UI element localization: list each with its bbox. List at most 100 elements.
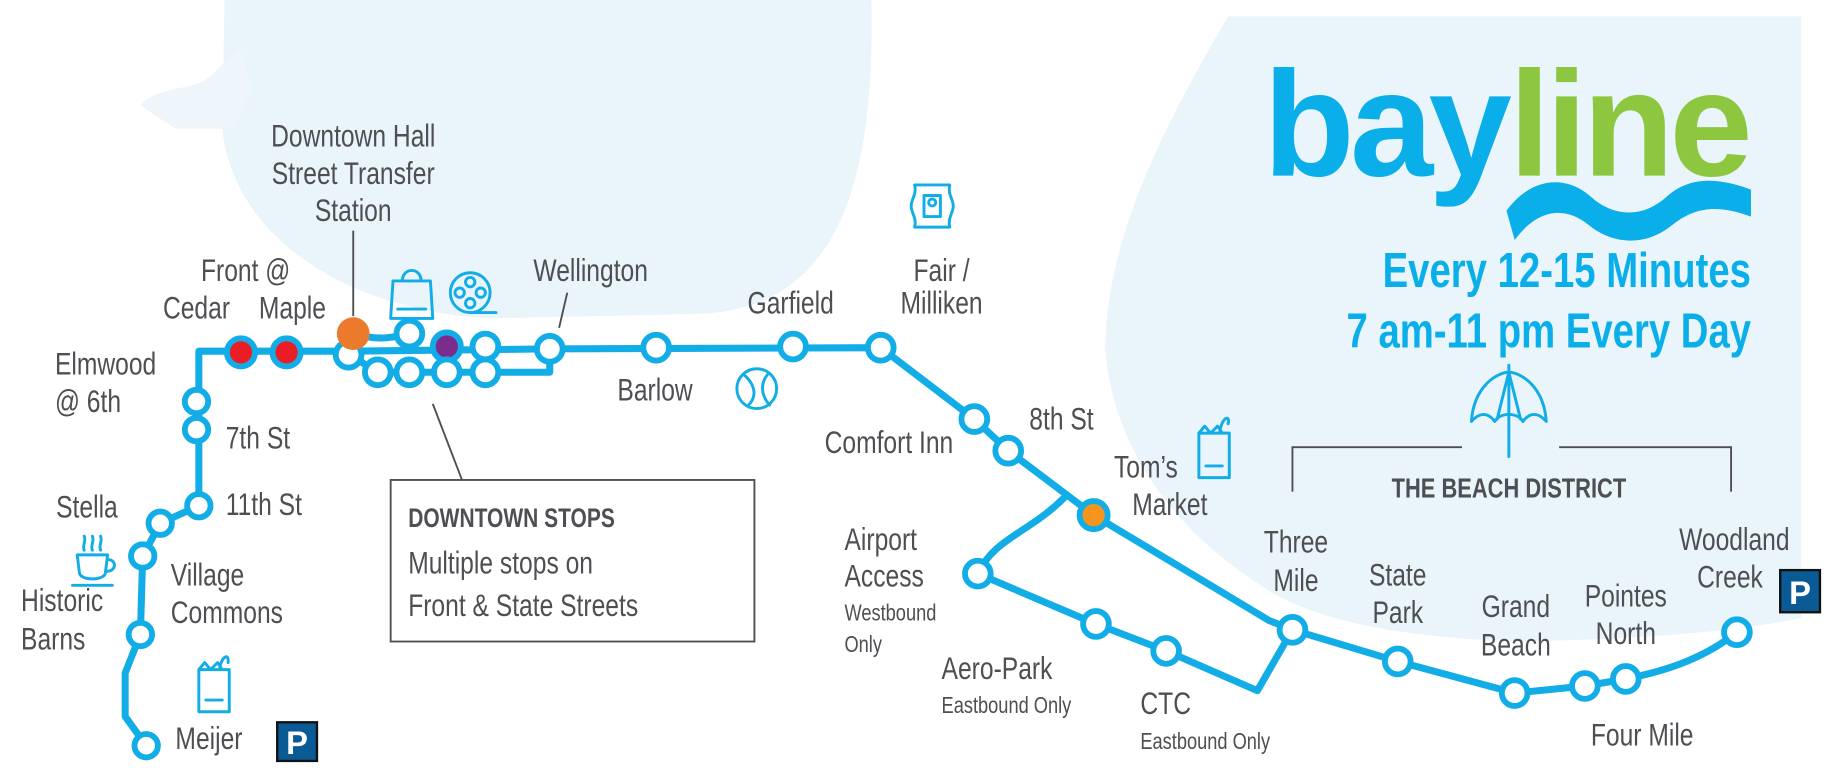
stop-comfort-inn[interactable] bbox=[958, 403, 991, 435]
label-elmwood: Elmwood bbox=[55, 347, 156, 383]
schedule-frequency: Every 12-15 Minutes bbox=[1383, 243, 1751, 298]
label-maple: Maple bbox=[259, 291, 326, 327]
bay-water-left bbox=[222, 0, 872, 319]
coastline-hint bbox=[140, 46, 252, 129]
label-pointes: Pointes bbox=[1585, 579, 1667, 615]
label-airport: Airport bbox=[844, 522, 917, 558]
stop-stella[interactable] bbox=[145, 508, 175, 538]
label-four-mile: Four Mile bbox=[1591, 718, 1694, 754]
stop-elmwood[interactable] bbox=[181, 386, 212, 417]
parking-icon-meijer: P bbox=[276, 721, 319, 763]
label-ctc: CTC bbox=[1140, 686, 1191, 722]
label-park: Park bbox=[1373, 595, 1424, 631]
downtown-box-title: DOWNTOWN STOPS bbox=[408, 503, 615, 533]
shopping-bag-icon bbox=[389, 268, 435, 320]
stop-woodland-creek[interactable] bbox=[1721, 616, 1753, 648]
stop-barlow[interactable] bbox=[640, 331, 672, 364]
label-toms: Tom’s bbox=[1114, 450, 1178, 486]
stop-airport-access[interactable] bbox=[962, 557, 994, 590]
label-11th-st: 11th St bbox=[226, 487, 302, 523]
stop-downtown-d[interactable] bbox=[362, 356, 394, 389]
stop-four-mile[interactable] bbox=[1569, 670, 1601, 702]
label-7th-st: 7th St bbox=[226, 420, 290, 456]
label-three: Three bbox=[1264, 525, 1328, 561]
stop-state-park[interactable] bbox=[1381, 645, 1414, 678]
label-three-mile: Mile bbox=[1273, 563, 1318, 599]
label-ctc-note: Eastbound Only bbox=[1140, 729, 1270, 755]
label-fair: Fair / bbox=[914, 253, 970, 289]
beach-district-label: THE BEACH DISTRICT bbox=[1392, 473, 1627, 504]
bay-water-right bbox=[1105, 16, 1802, 642]
label-aero-park: Aero-Park bbox=[942, 651, 1054, 687]
stop-meijer[interactable] bbox=[131, 731, 161, 761]
label-woodland: Woodland bbox=[1679, 522, 1789, 558]
label-commons: Commons bbox=[171, 595, 283, 631]
beach-district-bracket bbox=[1291, 446, 1733, 492]
label-westbound-only: Only bbox=[844, 632, 882, 658]
station-markers bbox=[125, 317, 1753, 761]
label-downtown-hall-2: Street Transfer bbox=[272, 156, 435, 192]
stop-pointes-north[interactable] bbox=[1610, 663, 1642, 695]
downtown-box-line1: Multiple stops on bbox=[408, 546, 593, 582]
label-market: Market bbox=[1132, 487, 1207, 523]
parking-label-woodland: P bbox=[1789, 574, 1811, 611]
label-downtown-hall-1: Downtown Hall bbox=[271, 118, 435, 154]
stop-front-cedar[interactable] bbox=[223, 335, 258, 370]
stop-11th-st[interactable] bbox=[184, 491, 214, 521]
stop-ctc[interactable] bbox=[1150, 635, 1182, 667]
stop-downtown-e[interactable] bbox=[393, 356, 426, 389]
label-downtown-hall-3: Station bbox=[315, 193, 392, 229]
stop-garfield[interactable] bbox=[777, 330, 809, 363]
stop-toms-market[interactable] bbox=[1076, 498, 1111, 533]
stop-village-commons[interactable] bbox=[128, 541, 158, 571]
bayline-logo: bay line bbox=[1263, 40, 1753, 241]
label-8th-st: 8th St bbox=[1029, 402, 1093, 438]
film-reel-icon bbox=[448, 271, 498, 315]
label-wellington: Wellington bbox=[533, 253, 648, 289]
label-aero-park-note: Eastbound Only bbox=[942, 693, 1072, 719]
stop-hall-street-transfer[interactable] bbox=[336, 317, 370, 351]
stop-downtown-g[interactable] bbox=[469, 356, 502, 389]
label-comfort-inn: Comfort Inn bbox=[825, 425, 954, 461]
label-beach: Beach bbox=[1481, 628, 1551, 664]
label-front-at: Front @ bbox=[201, 253, 290, 289]
stop-aero-park[interactable] bbox=[1080, 608, 1112, 640]
label-grand: Grand bbox=[1482, 589, 1550, 625]
label-westbound: Westbound bbox=[844, 600, 936, 626]
label-at-6th: @ 6th bbox=[55, 384, 121, 420]
label-creek: Creek bbox=[1697, 560, 1763, 596]
stop-7th-st[interactable] bbox=[181, 414, 212, 445]
label-meijer: Meijer bbox=[175, 721, 242, 757]
stop-downtown-f[interactable] bbox=[431, 356, 463, 389]
downtown-box-leader-line bbox=[431, 403, 463, 481]
wellington-leader-line bbox=[558, 292, 569, 328]
logo-waves bbox=[1506, 180, 1751, 241]
stop-fair-milliken[interactable] bbox=[864, 331, 897, 364]
station-labels: Downtown Hall Street Transfer Station Fr… bbox=[21, 118, 1790, 757]
stop-downtown-c[interactable] bbox=[469, 330, 502, 363]
stop-wellington[interactable] bbox=[533, 333, 566, 365]
parking-icon-woodland: P bbox=[1779, 568, 1822, 614]
grocery-bag-icon-toms bbox=[1197, 416, 1231, 480]
label-milliken: Milliken bbox=[901, 286, 983, 322]
label-barlow: Barlow bbox=[617, 372, 693, 408]
label-stella: Stella bbox=[56, 490, 118, 526]
logo-bay: bay bbox=[1263, 40, 1511, 208]
stop-8th-st[interactable] bbox=[992, 434, 1025, 467]
stop-downtown-purple[interactable] bbox=[429, 329, 464, 364]
label-access: Access bbox=[844, 559, 923, 595]
stop-maple[interactable] bbox=[269, 335, 304, 370]
stop-downtown-b[interactable] bbox=[393, 317, 426, 350]
label-village: Village bbox=[171, 557, 244, 593]
stop-historic-barns[interactable] bbox=[125, 619, 155, 650]
label-garfield: Garfield bbox=[748, 286, 834, 322]
museum-frame-icon bbox=[909, 183, 955, 229]
stop-three-mile[interactable] bbox=[1276, 614, 1309, 646]
logo-line: line bbox=[1509, 40, 1749, 208]
parking-label-meijer: P bbox=[286, 724, 308, 761]
label-cedar: Cedar bbox=[163, 291, 230, 327]
schedule-hours: 7 am-11 pm Every Day bbox=[1347, 304, 1752, 359]
beach-umbrella-icon bbox=[1469, 363, 1548, 459]
coffee-cup-icon bbox=[71, 534, 116, 587]
stop-grand-beach[interactable] bbox=[1498, 677, 1531, 709]
